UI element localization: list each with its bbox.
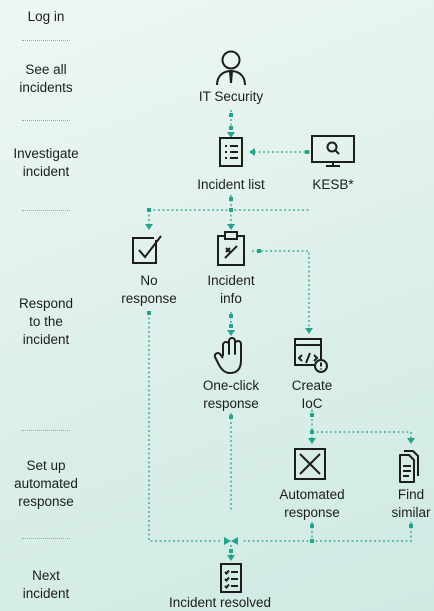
stage-divider — [22, 430, 70, 431]
stage-next-line2: incident — [22, 586, 70, 601]
stage-divider — [22, 120, 70, 121]
node-it-security-label: IT Security — [198, 89, 264, 104]
node-automated-response-line1: Automated — [279, 487, 345, 502]
stage-automated-line2: automated — [14, 476, 78, 491]
node-no-response-line1: No — [140, 273, 158, 288]
node-find-similar-line2: similar — [391, 505, 431, 520]
stage-log-in: Log in — [27, 9, 65, 24]
stage-next-line1: Next — [32, 568, 60, 583]
stage-automated-line3: response — [18, 494, 74, 509]
node-create-ioc-line2: IoC — [301, 396, 323, 411]
node-incident-info-line1: Incident — [207, 273, 255, 288]
node-find-similar-line1: Find — [397, 487, 425, 502]
node-no-response-line2: response — [121, 291, 177, 306]
node-incident-list-label: Incident list — [197, 177, 265, 192]
stage-automated-line1: Set up — [26, 458, 66, 473]
stage-see-all-line1: See all — [25, 62, 67, 77]
stage-respond-line2: to the — [29, 314, 63, 329]
stage-respond-line1: Respond — [18, 296, 74, 311]
node-create-ioc-line1: Create — [291, 378, 333, 393]
stage-divider — [22, 538, 70, 539]
stage-investigate-line1: Investigate — [13, 146, 79, 161]
node-automated-response-line2: response — [284, 505, 340, 520]
node-incident-resolved-label: Incident resolved — [168, 595, 272, 610]
node-one-click-line1: One-click — [202, 378, 260, 393]
node-one-click-line2: response — [203, 396, 259, 411]
stage-see-all-line2: incidents — [19, 80, 73, 95]
node-incident-info-line2: info — [220, 291, 242, 306]
node-kesb-label: KESB* — [312, 177, 354, 192]
stage-divider — [22, 210, 70, 211]
stage-respond-line3: incident — [22, 332, 70, 347]
stage-divider — [22, 40, 70, 41]
stage-investigate-line2: incident — [22, 164, 70, 179]
